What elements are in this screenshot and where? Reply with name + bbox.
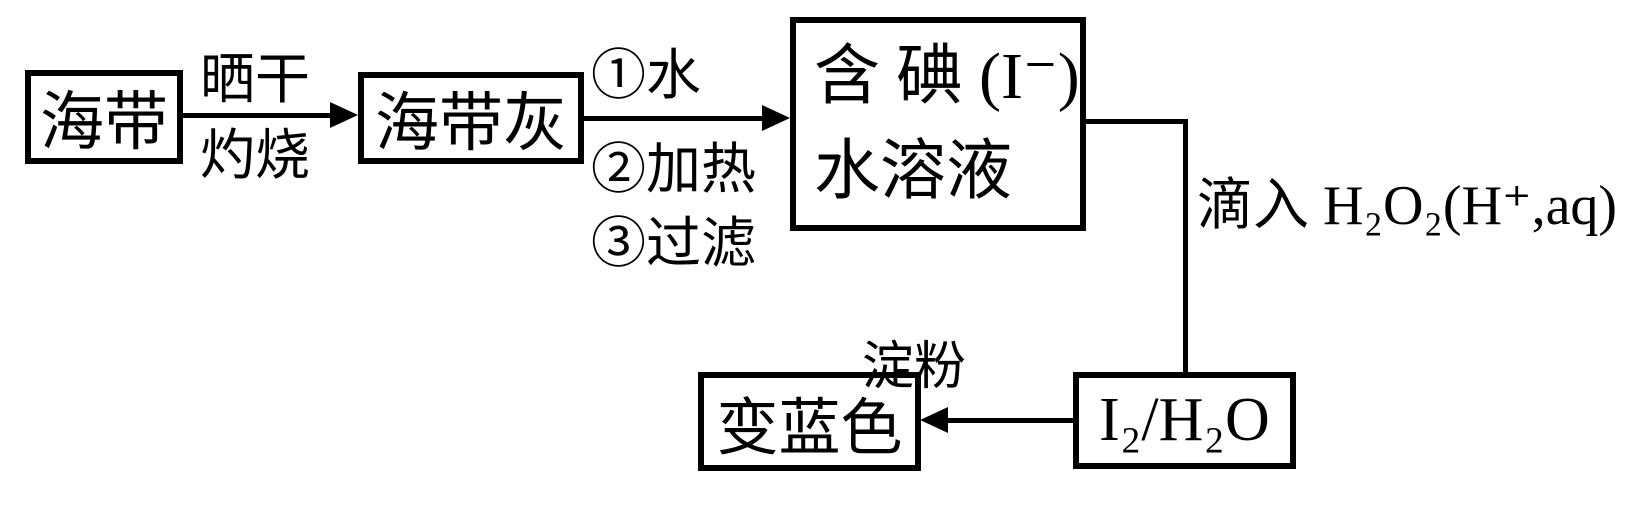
starch-label: 淀粉 xyxy=(862,339,967,396)
kelp-ash-box: 海带灰 xyxy=(358,72,584,164)
arrow-iodine-to-blue-head-icon xyxy=(920,407,948,433)
arrow-ash-to-solution-shaft xyxy=(583,116,765,121)
step1-water-label: ①水 xyxy=(591,45,702,106)
iodide-solution-line1: 含 碘 (I⁻) xyxy=(814,40,1080,113)
arrow-iodine-to-blue-shaft xyxy=(946,418,1073,423)
turns-blue-label: 变蓝色 xyxy=(716,394,903,463)
arrow-kelp-to-ash-shaft xyxy=(182,113,334,118)
iodide-solution-box: 含 碘 (I⁻) 水溶液 xyxy=(790,17,1086,231)
iodine-water-label: I₂/H₂O xyxy=(1099,386,1270,454)
step3-filter-label: ③过滤 xyxy=(591,213,757,274)
kelp-label: 海带 xyxy=(40,87,168,158)
h2o2-drip-label: 滴入 H₂O₂(H⁺,aq) xyxy=(1197,175,1618,237)
iodine-water-box: I₂/H₂O xyxy=(1073,372,1296,469)
kelp-box: 海带 xyxy=(25,70,183,164)
step2-heat-label: ②加热 xyxy=(591,139,757,200)
dry-label: 晒干 xyxy=(199,49,310,110)
connector-solution-horizontal xyxy=(1085,119,1188,124)
burn-label: 灼烧 xyxy=(199,125,310,186)
kelp-ash-label: 海带灰 xyxy=(375,88,567,159)
arrow-ash-to-solution-head-icon xyxy=(762,105,790,131)
turns-blue-box: 变蓝色 xyxy=(698,372,921,471)
arrow-kelp-to-ash-head-icon xyxy=(330,102,358,128)
connector-solution-vertical xyxy=(1183,119,1188,372)
iodide-solution-line2: 水溶液 xyxy=(814,135,1012,208)
